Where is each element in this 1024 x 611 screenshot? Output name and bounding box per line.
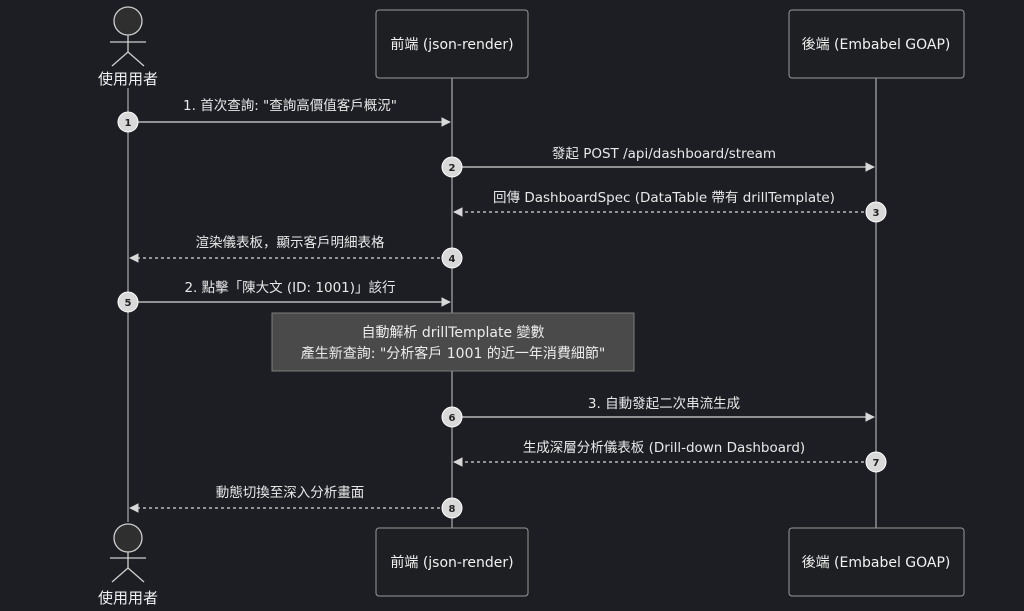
backend-label-top: 後端 (Embabel GOAP) <box>802 37 951 53</box>
sequence-badge-3 <box>865 201 887 223</box>
message-1: 1. 首次查詢: "查詢高價值客戶概況" 1 <box>117 97 451 133</box>
user-actor-label-bottom: 使用用者 <box>98 589 158 607</box>
message-5-label: 2. 點擊「陳大文 (ID: 1001)」該行 <box>184 279 395 296</box>
frontend-label-top: 前端 (json-render) <box>390 36 513 53</box>
sequence-badge-4 <box>441 247 463 269</box>
sequence-badge-6 <box>441 406 463 428</box>
note-line-2: 產生新查詢: "分析客戶 1001 的近一年消費細節" <box>301 345 606 362</box>
sequence-badge-8 <box>441 497 463 519</box>
message-8: 動態切換至深入分析畫面 8 <box>129 485 463 519</box>
user-actor-bottom: 使用用者 <box>98 523 158 607</box>
message-3: 回傳 DashboardSpec (DataTable 帶有 drillTemp… <box>453 190 887 223</box>
message-3-label: 回傳 DashboardSpec (DataTable 帶有 drillTemp… <box>493 190 835 206</box>
sequence-badge-7-number: 7 <box>873 458 880 469</box>
backend-label-bottom: 後端 (Embabel GOAP) <box>802 555 951 571</box>
message-1-label: 1. 首次查詢: "查詢高價值客戶概況" <box>183 97 397 114</box>
message-6-label: 3. 自動發起二次串流生成 <box>588 396 740 412</box>
sequence-badge-8-number: 8 <box>449 504 456 515</box>
sequence-badge-2-number: 2 <box>449 163 456 174</box>
frontend-label-bottom: 前端 (json-render) <box>390 554 513 571</box>
sequence-badge-3-number: 3 <box>873 208 880 219</box>
message-7: 生成深層分析儀表板 (Drill-down Dashboard) 7 <box>453 440 887 473</box>
note-line-1: 自動解析 drillTemplate 變數 <box>361 325 544 341</box>
message-8-label: 動態切換至深入分析畫面 <box>216 485 365 501</box>
message-2-label: 發起 POST /api/dashboard/stream <box>552 146 776 162</box>
message-5: 2. 點擊「陳大文 (ID: 1001)」該行 5 <box>117 279 451 313</box>
user-actor-top: 使用用者 <box>98 6 158 88</box>
frontend-box-bottom: 前端 (json-render) <box>375 527 529 597</box>
actor-head-icon <box>113 6 143 36</box>
note-box: 自動解析 drillTemplate 變數 產生新查詢: "分析客戶 1001 … <box>271 312 635 372</box>
frontend-box-top: 前端 (json-render) <box>375 9 529 79</box>
message-7-label: 生成深層分析儀表板 (Drill-down Dashboard) <box>523 440 805 456</box>
sequence-badge-5 <box>117 291 139 313</box>
sequence-badge-5-number: 5 <box>125 298 132 309</box>
sequence-badge-2 <box>441 156 463 178</box>
sequence-badge-6-number: 6 <box>449 413 456 424</box>
backend-box-bottom: 後端 (Embabel GOAP) <box>788 527 965 597</box>
message-4: 渲染儀表板，顯示客戶明細表格 4 <box>129 234 463 269</box>
sequence-badge-1 <box>117 111 139 133</box>
user-actor-label-top: 使用用者 <box>98 70 158 88</box>
message-2: 發起 POST /api/dashboard/stream 2 <box>441 146 875 178</box>
sequence-badge-1-number: 1 <box>125 118 132 129</box>
message-4-label: 渲染儀表板，顯示客戶明細表格 <box>196 234 385 251</box>
sequence-badge-7 <box>865 451 887 473</box>
message-6: 3. 自動發起二次串流生成 6 <box>441 396 875 428</box>
actor-head-icon-bottom <box>113 523 143 553</box>
backend-box-top: 後端 (Embabel GOAP) <box>788 9 965 79</box>
sequence-badge-4-number: 4 <box>449 254 456 265</box>
